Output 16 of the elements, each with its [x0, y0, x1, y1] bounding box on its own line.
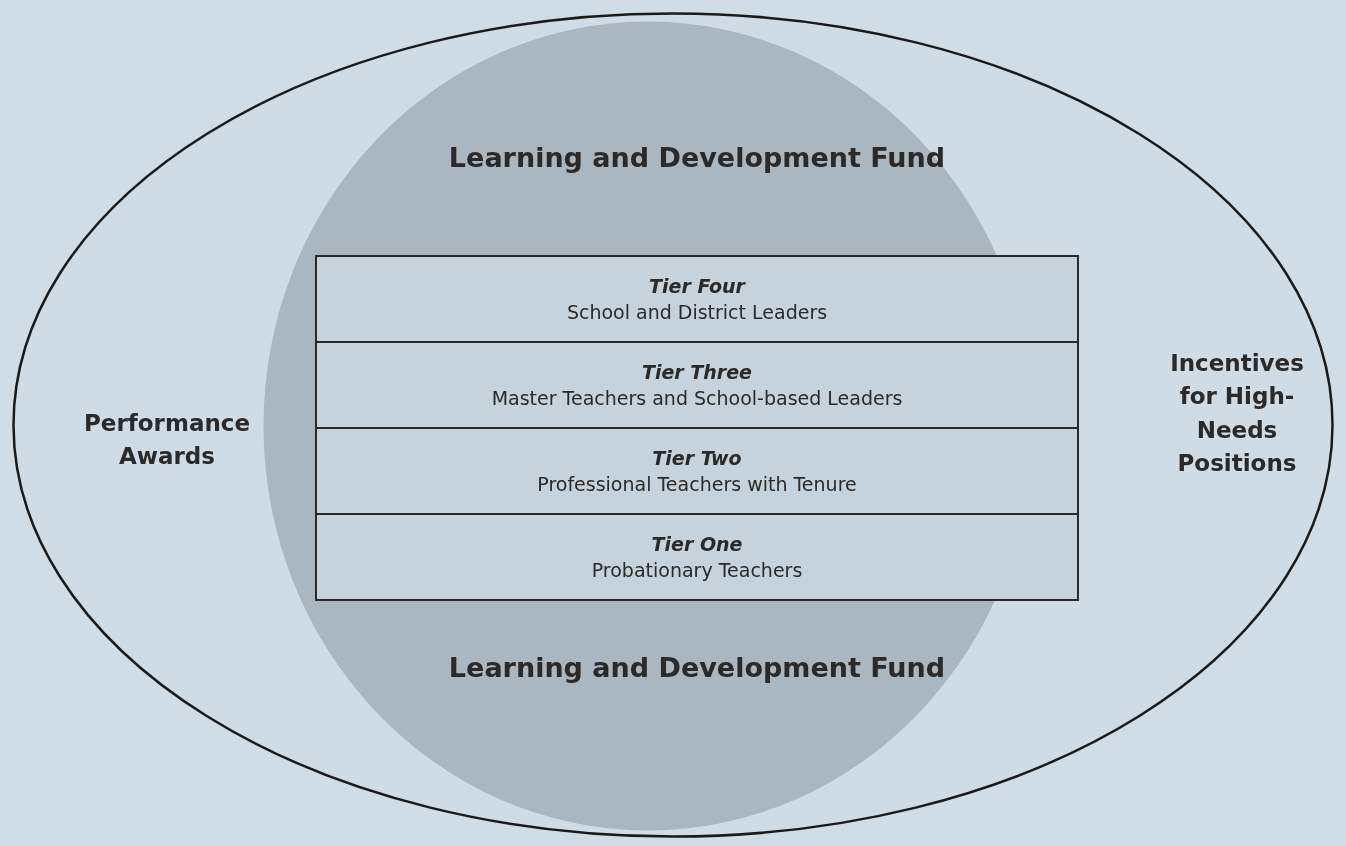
- tier-box: [315, 429, 1079, 515]
- tier-description: Professional Teachers with Tenure: [537, 472, 857, 497]
- tier-box: [315, 515, 1079, 601]
- tier-box: [315, 343, 1079, 429]
- tier-description: Probationary Teachers: [591, 558, 803, 583]
- tier-box: [315, 255, 1079, 343]
- region-label: Incentives for High-Needs Positions: [1169, 349, 1305, 479]
- tier-title: Tier Four: [649, 274, 745, 299]
- fund-title: Learning and Development Fund: [447, 651, 947, 685]
- tier-title: Tier One: [651, 532, 743, 557]
- tier-description: School and District Leaders: [566, 300, 828, 325]
- fund-title: Learning and Development Fund: [447, 141, 947, 175]
- tier-title: Tier Three: [642, 360, 752, 385]
- tier-title: Tier Two: [652, 446, 742, 471]
- region-label: Performance Awards: [82, 409, 251, 472]
- tier-description: Master Teachers and School-based Leaders: [491, 386, 903, 411]
